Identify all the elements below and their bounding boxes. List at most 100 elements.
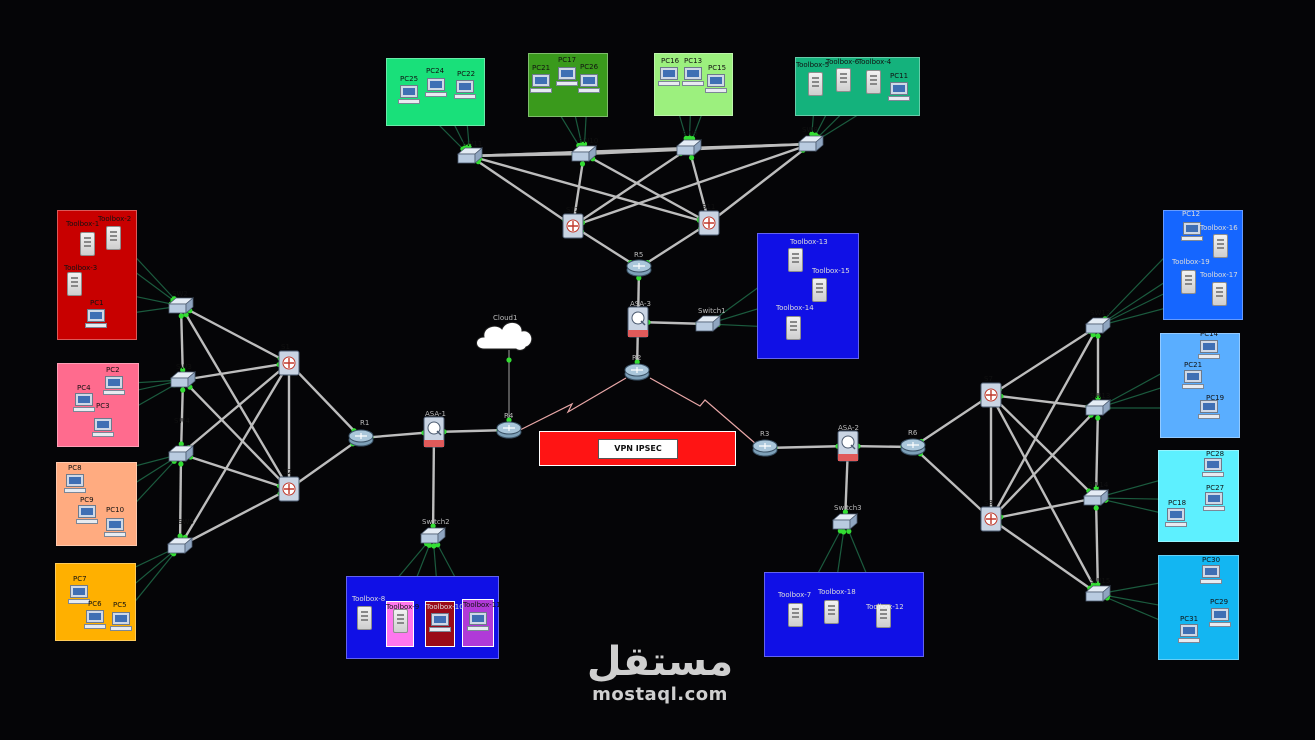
server-icon[interactable] bbox=[788, 248, 803, 272]
switch-icon[interactable] bbox=[457, 146, 483, 166]
pc-icon[interactable] bbox=[68, 585, 90, 605]
pc-icon[interactable] bbox=[104, 518, 126, 538]
device-label: PC28 bbox=[1206, 450, 1225, 458]
server-icon[interactable] bbox=[1212, 282, 1227, 306]
pc-icon[interactable] bbox=[658, 67, 680, 87]
pc-icon[interactable] bbox=[1198, 400, 1220, 420]
network-link bbox=[180, 452, 290, 491]
pc-icon[interactable] bbox=[467, 612, 489, 632]
server-icon[interactable] bbox=[836, 68, 851, 92]
pc-icon[interactable] bbox=[1182, 370, 1204, 390]
switch-icon[interactable] bbox=[168, 444, 194, 464]
firewall-icon[interactable] bbox=[423, 416, 445, 448]
switch-icon[interactable] bbox=[832, 512, 858, 532]
server-icon[interactable] bbox=[80, 232, 95, 256]
server-icon[interactable] bbox=[67, 272, 82, 296]
pc-icon[interactable] bbox=[1178, 624, 1200, 644]
multilayer-switch-icon[interactable] bbox=[278, 350, 300, 376]
firewall-icon[interactable] bbox=[627, 306, 649, 338]
multilayer-switch-icon[interactable] bbox=[980, 382, 1002, 408]
device-label: PC11 bbox=[890, 72, 909, 80]
link-status-dot bbox=[506, 357, 512, 363]
device-label: PC8 bbox=[68, 464, 82, 472]
pc-icon[interactable] bbox=[682, 67, 704, 87]
pc-icon[interactable] bbox=[84, 610, 106, 630]
network-link bbox=[990, 324, 1099, 397]
pc-icon[interactable] bbox=[92, 418, 114, 438]
server-icon[interactable] bbox=[866, 70, 881, 94]
switch-icon[interactable] bbox=[1085, 316, 1111, 336]
network-link bbox=[572, 224, 640, 270]
device-label: PC26 bbox=[580, 63, 599, 71]
node-label: SW10 bbox=[578, 137, 599, 145]
pc-icon[interactable] bbox=[64, 474, 86, 494]
link-status-dot bbox=[178, 313, 184, 319]
pc-icon[interactable] bbox=[103, 376, 125, 396]
firewall-icon[interactable] bbox=[837, 430, 859, 462]
switch-icon[interactable] bbox=[1085, 398, 1111, 418]
server-icon[interactable] bbox=[786, 316, 801, 340]
server-icon[interactable] bbox=[106, 226, 121, 250]
router-icon[interactable] bbox=[752, 438, 778, 458]
link-status-dot bbox=[1095, 395, 1101, 401]
multilayer-switch-icon[interactable] bbox=[562, 213, 584, 239]
switch-icon[interactable] bbox=[695, 314, 721, 334]
node-label: SW4 bbox=[174, 417, 190, 425]
link-status-dot bbox=[177, 533, 183, 539]
pc-icon[interactable] bbox=[530, 74, 552, 94]
server-icon[interactable] bbox=[876, 604, 891, 628]
switch-icon[interactable] bbox=[1083, 488, 1109, 508]
server-icon[interactable] bbox=[788, 603, 803, 627]
switch-icon[interactable] bbox=[676, 138, 702, 158]
device-label: Toolbox-19 bbox=[1172, 258, 1210, 266]
pc-icon[interactable] bbox=[578, 74, 600, 94]
switch-icon[interactable] bbox=[168, 296, 194, 316]
pc-icon[interactable] bbox=[1181, 222, 1203, 242]
server-icon[interactable] bbox=[824, 600, 839, 624]
link-status-dot bbox=[430, 523, 436, 529]
node-label: S2 bbox=[283, 468, 292, 476]
pc-icon[interactable] bbox=[429, 613, 451, 633]
server-icon[interactable] bbox=[1213, 234, 1228, 258]
pc-icon[interactable] bbox=[73, 393, 95, 413]
router-icon[interactable] bbox=[900, 437, 926, 457]
pc-icon[interactable] bbox=[1198, 340, 1220, 360]
pc-icon[interactable] bbox=[556, 67, 578, 87]
pc-icon[interactable] bbox=[76, 505, 98, 525]
pc-icon[interactable] bbox=[888, 82, 910, 102]
server-icon[interactable] bbox=[808, 72, 823, 96]
pc-icon[interactable] bbox=[425, 78, 447, 98]
server-icon[interactable] bbox=[393, 609, 408, 633]
link-status-dot bbox=[842, 509, 848, 515]
cloud-icon[interactable] bbox=[472, 315, 538, 355]
pc-icon[interactable] bbox=[705, 74, 727, 94]
node-label: S11 bbox=[702, 203, 716, 211]
switch-icon[interactable] bbox=[170, 370, 196, 390]
router-icon[interactable] bbox=[626, 258, 652, 278]
multilayer-switch-icon[interactable] bbox=[698, 210, 720, 236]
multilayer-switch-icon[interactable] bbox=[278, 476, 300, 502]
router-icon[interactable] bbox=[348, 428, 374, 448]
switch-icon[interactable] bbox=[571, 144, 597, 164]
link-status-dot bbox=[1093, 505, 1099, 511]
pc-icon[interactable] bbox=[1203, 492, 1225, 512]
router-icon[interactable] bbox=[624, 362, 650, 382]
pc-icon[interactable] bbox=[85, 309, 107, 329]
pc-icon[interactable] bbox=[1209, 608, 1231, 628]
switch-icon[interactable] bbox=[798, 134, 824, 154]
pc-icon[interactable] bbox=[1202, 458, 1224, 478]
switch-icon[interactable] bbox=[1085, 584, 1111, 604]
switch-icon[interactable] bbox=[420, 526, 446, 546]
pc-icon[interactable] bbox=[1200, 565, 1222, 585]
switch-icon[interactable] bbox=[167, 536, 193, 556]
pc-icon[interactable] bbox=[1165, 508, 1187, 528]
network-link bbox=[469, 155, 574, 227]
server-icon[interactable] bbox=[357, 606, 372, 630]
multilayer-switch-icon[interactable] bbox=[980, 506, 1002, 532]
router-icon[interactable] bbox=[496, 420, 522, 440]
pc-icon[interactable] bbox=[110, 612, 132, 632]
pc-icon[interactable] bbox=[398, 85, 420, 105]
pc-icon[interactable] bbox=[454, 80, 476, 100]
server-icon[interactable] bbox=[812, 278, 827, 302]
server-icon[interactable] bbox=[1181, 270, 1196, 294]
